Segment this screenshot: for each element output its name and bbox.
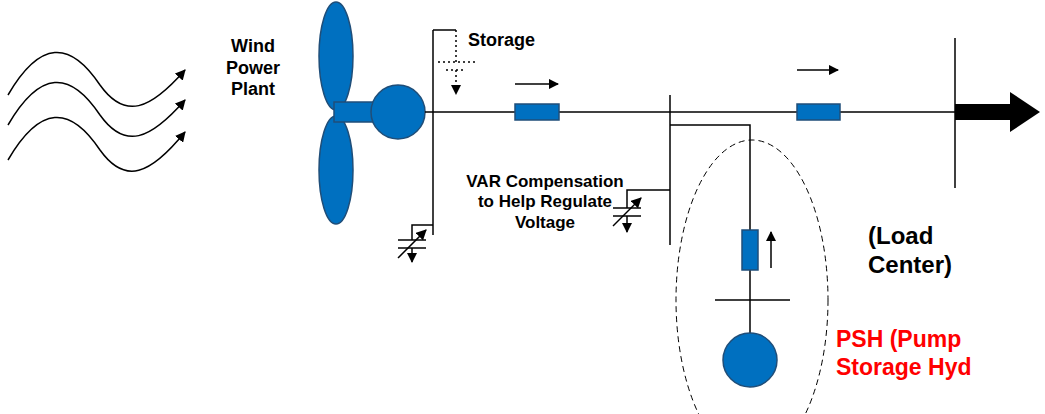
- wind-turbine: [319, 2, 425, 224]
- load-arrow: [955, 92, 1040, 132]
- annotation-label: Storage: [468, 30, 568, 52]
- wind-arrows: [8, 52, 185, 171]
- psh-boundary: [676, 140, 828, 414]
- annotation-label: Wind Power Plant: [212, 36, 294, 101]
- breaker-symbols: [515, 104, 840, 387]
- psh-label: PSH (Pump Storage Hyd: [836, 326, 1040, 381]
- annotation-label: VAR Compensation to Help Regulate Voltag…: [466, 172, 624, 233]
- annotation-label: (Load Center): [868, 222, 1018, 280]
